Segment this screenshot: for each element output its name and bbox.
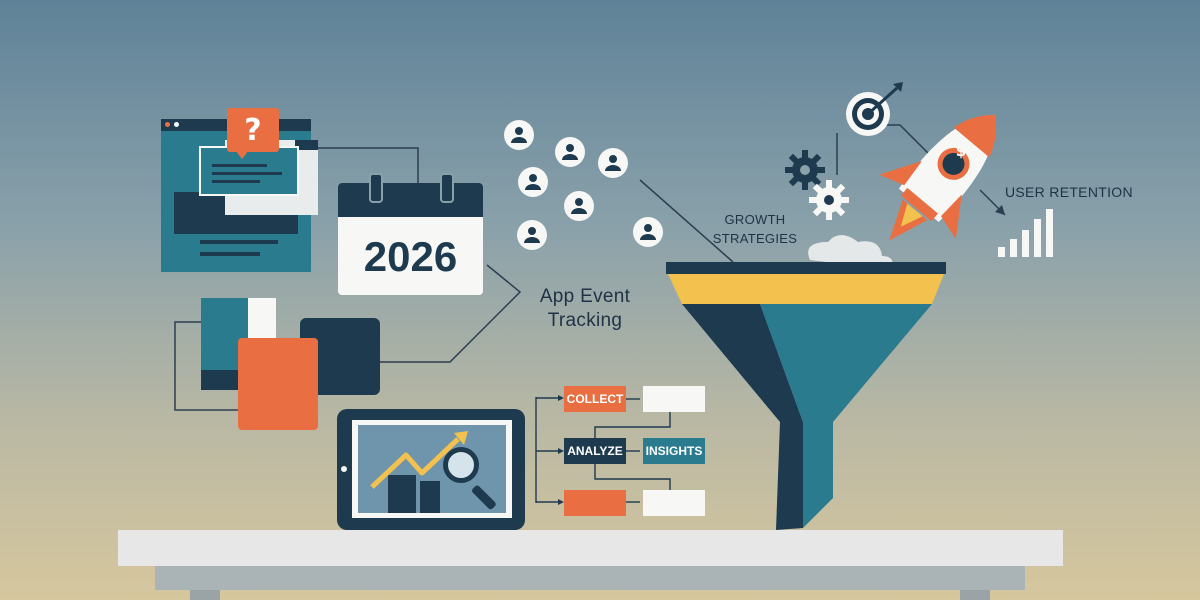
calendar-ring (440, 173, 454, 203)
target-icon (846, 82, 903, 136)
label-line: Tracking (547, 310, 623, 331)
label-line: GROWTH (724, 212, 786, 227)
calendar-year: 2026 (363, 233, 458, 280)
flow-box-blank (564, 490, 626, 516)
label-line: STRATEGIES (712, 231, 798, 246)
dark-strip (201, 370, 248, 390)
rocket-icon (879, 114, 996, 241)
table-leg (960, 590, 990, 600)
user-icon (518, 167, 548, 197)
window-dot-icon (165, 122, 170, 127)
text-line (200, 240, 278, 244)
chat-text-line (212, 172, 282, 175)
user-icon (633, 217, 663, 247)
table-apron (155, 566, 1025, 590)
user-icon (555, 137, 585, 167)
text-line (200, 252, 260, 256)
window-dot-icon (174, 122, 179, 127)
secondary-window-bar (295, 140, 318, 150)
user-icon (504, 120, 534, 150)
flow-box-blank (643, 490, 705, 516)
calendar-header (338, 183, 483, 217)
flow-box-insights: INSIGHTS (643, 438, 705, 464)
tablet-home-button (341, 466, 347, 472)
flow-box-analyze: ANALYZE (564, 438, 626, 464)
calendar-ring (369, 173, 383, 203)
label-line: App Event (539, 286, 631, 307)
user-icon (517, 220, 547, 250)
bar-chart-icon (998, 209, 1053, 257)
growth-strategies-label: GROWTH STRATEGIES (700, 210, 810, 248)
user-icon (598, 148, 628, 178)
magnifier-icon (443, 447, 479, 483)
chat-text-line (212, 164, 267, 167)
table-leg (190, 590, 220, 600)
table-top (118, 530, 1063, 566)
question-bubble-icon: ? (227, 108, 279, 152)
user-retention-label: USER RETENTION (1005, 184, 1133, 200)
orange-block (238, 338, 318, 430)
flow-box-blank (643, 386, 705, 412)
question-mark: ? (244, 112, 262, 148)
dollar-icon: $ (955, 142, 967, 160)
gears-icon (785, 150, 849, 220)
funnel-icon (666, 235, 946, 530)
app-event-tracking-label: App Event Tracking (525, 285, 645, 333)
gear-icon (785, 150, 825, 190)
user-icon (564, 191, 594, 221)
flowchart-connectors (535, 395, 671, 505)
chat-text-line (212, 180, 260, 183)
question-bubble-tail (235, 150, 249, 159)
chat-bubble (199, 146, 299, 196)
gear-icon (809, 180, 849, 220)
trend-chart-icon (370, 431, 468, 513)
flow-box-collect: COLLECT (564, 386, 626, 412)
